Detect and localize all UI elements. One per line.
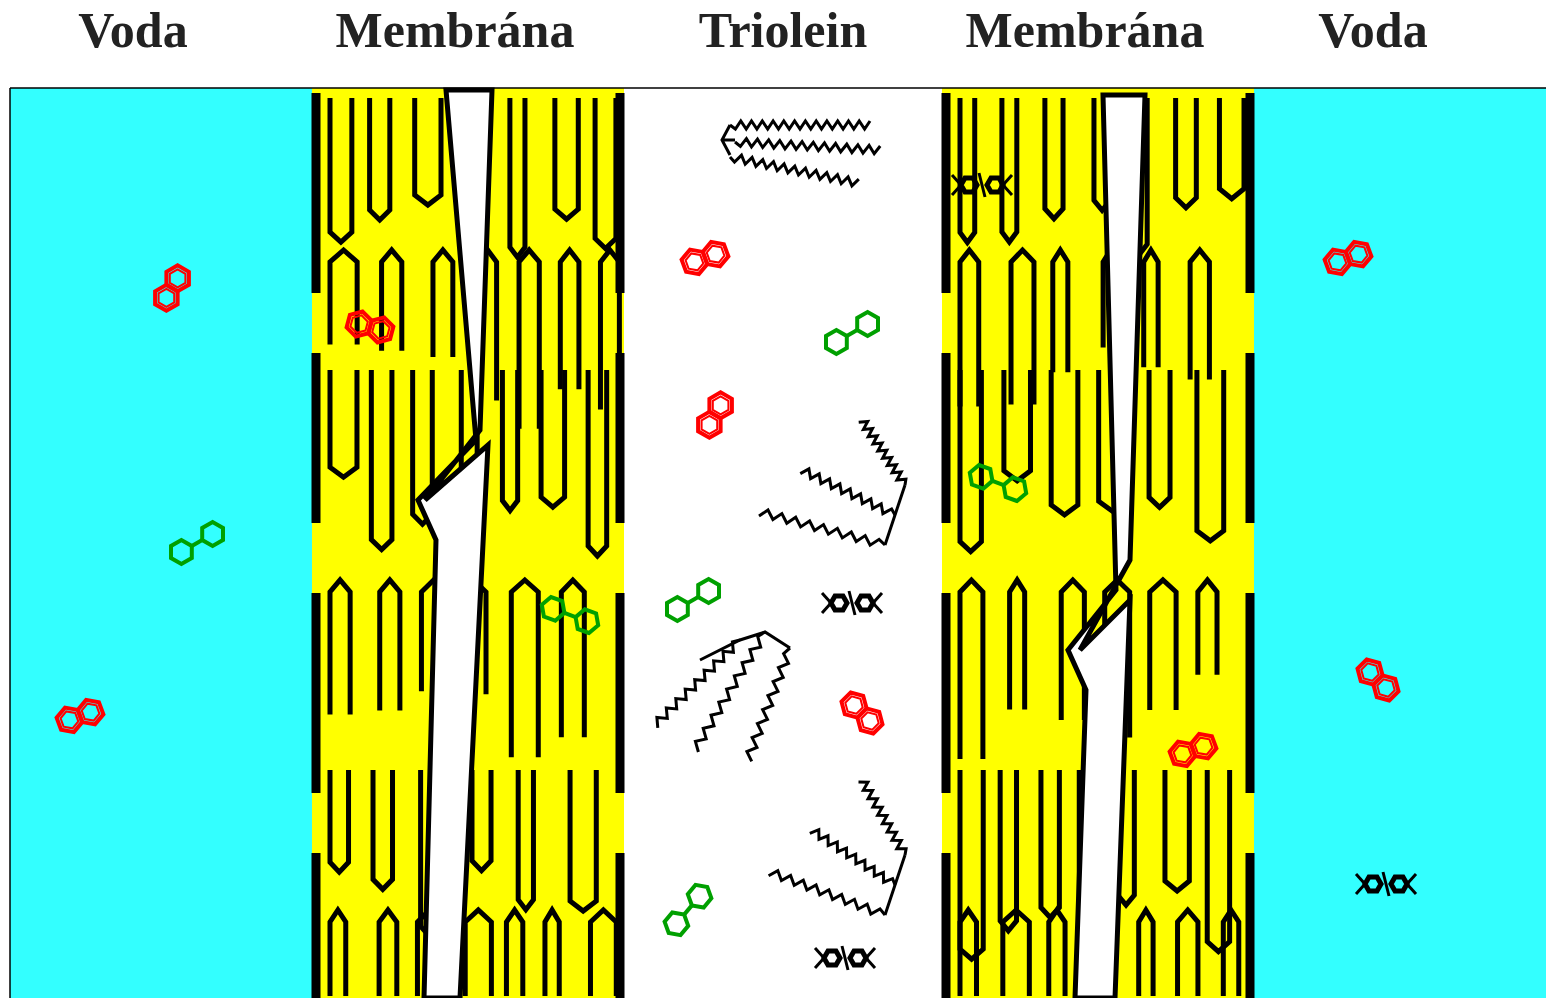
naphthalene (1170, 734, 1217, 766)
black-molecule (952, 173, 1012, 197)
triolein-molecule (657, 121, 906, 915)
naphthalene (842, 693, 883, 734)
naphthalene (1325, 242, 1372, 274)
water-band (10, 88, 312, 998)
naphthalene (57, 700, 104, 732)
membrane-protein (418, 90, 1145, 998)
band-heading: Voda (1318, 2, 1427, 58)
naphthalene (698, 392, 732, 438)
black-molecule (822, 591, 882, 615)
left-border (9, 88, 11, 998)
biphenyl (542, 597, 598, 633)
top-border (10, 87, 1546, 89)
biphenyl (171, 522, 223, 564)
triolein-band (624, 88, 942, 998)
biphenyl (826, 312, 878, 354)
band-heading: Voda (78, 2, 187, 58)
biphenyl (665, 885, 712, 935)
membrane-band (942, 88, 1254, 998)
black-molecule (815, 946, 875, 970)
band-heading: Triolein (699, 2, 868, 58)
naphthalene (682, 242, 729, 274)
band-heading: Membrána (336, 2, 575, 58)
band-heading: Membrána (966, 2, 1205, 58)
naphthalene (347, 312, 394, 343)
naphthalene (1358, 660, 1399, 701)
black-molecule (1356, 872, 1416, 896)
biphenyl (970, 465, 1026, 501)
molecules (57, 173, 1416, 970)
membrane-band (312, 88, 624, 998)
water-band (1254, 88, 1546, 998)
biphenyl (667, 579, 719, 621)
naphthalene (155, 265, 189, 311)
